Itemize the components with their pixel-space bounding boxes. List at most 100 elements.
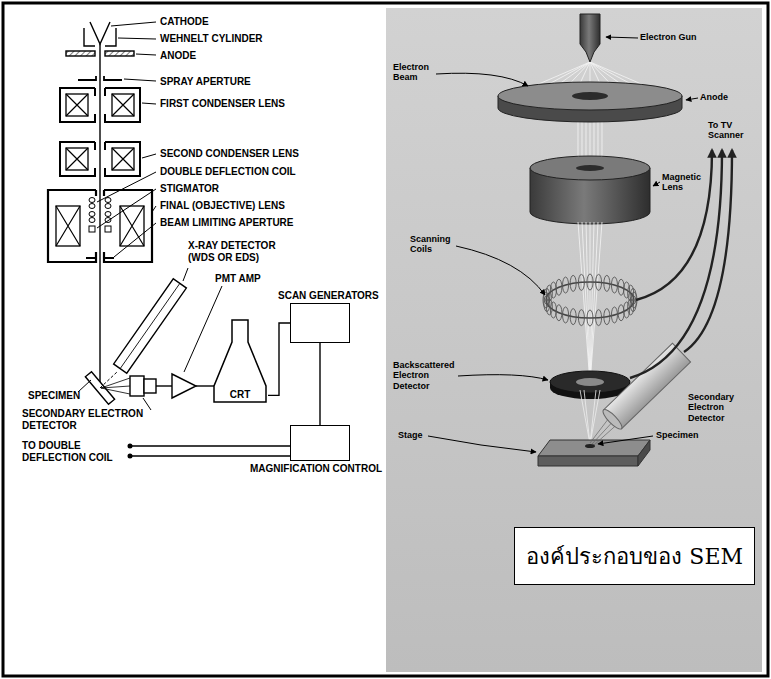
deflection-coils — [89, 204, 95, 209]
leader-lines — [111, 22, 156, 26]
part-label: X-RAY DETECTOR (WDS OR EDS) — [188, 240, 288, 263]
scanning-coils — [618, 305, 624, 321]
box-outline — [290, 303, 350, 343]
column-schematic — [84, 28, 116, 46]
scanning-coils — [550, 302, 556, 318]
focused-beam-lines — [582, 222, 590, 384]
scanning-coils — [563, 277, 569, 293]
backscatter-detector — [550, 371, 630, 393]
magnetic-lens — [530, 156, 650, 224]
se-detector-tube — [601, 343, 691, 431]
leader-lines — [136, 54, 156, 55]
signal-wire — [319, 343, 320, 425]
column-schematic — [78, 76, 122, 80]
part-label: STIGMATOR — [160, 183, 219, 195]
deflection-coils — [105, 212, 111, 217]
scanning-coils — [556, 305, 562, 321]
wire-terminal — [128, 454, 132, 458]
scanning-coils — [570, 275, 576, 291]
xray-detector — [120, 283, 180, 368]
deflection-wires — [130, 446, 290, 456]
scanning-coils — [630, 288, 636, 304]
callout-label: Anode — [700, 92, 728, 102]
focused-beam-lines — [590, 222, 598, 384]
leader-lines — [114, 223, 156, 257]
scanning-coils — [570, 309, 576, 325]
se-detector-body — [130, 376, 144, 396]
tv-signal-arrows — [636, 150, 712, 300]
scanning-coils — [618, 279, 624, 295]
scanning-coils — [611, 307, 617, 323]
scanning-coils — [596, 274, 602, 290]
caption-box: องค์ประกอบของ SEM — [514, 527, 755, 585]
label-arrows — [598, 436, 653, 444]
column-schematic — [105, 142, 140, 176]
column-schematic — [105, 88, 140, 122]
part-label: TO DOUBLE DEFLECTION COIL — [22, 440, 132, 463]
tv-signal-arrows — [630, 150, 722, 378]
callout-label: Backscattered Electron Detector — [393, 360, 455, 391]
scan-generator-box: SCAN GENERATORS — [278, 290, 379, 343]
part-label: ANODE — [160, 50, 196, 62]
column-schematic — [90, 22, 110, 44]
anode-ring — [572, 92, 608, 100]
anode-ring — [498, 82, 682, 122]
scanning-coils — [596, 310, 602, 326]
leader-lines — [124, 79, 156, 81]
part-label: WEHNELT CYLINDER — [160, 33, 263, 45]
callout-label: Stage — [398, 430, 423, 440]
leader-lines — [143, 398, 151, 410]
column-schematic — [48, 22, 290, 458]
callout-label: Magnetic Lens — [662, 172, 701, 193]
signal-wire — [268, 323, 290, 395]
scanning-coils — [624, 282, 630, 298]
scanning-coils — [550, 282, 556, 298]
label-arrows — [428, 436, 536, 452]
label-arrows — [653, 182, 660, 186]
box-outline — [290, 425, 350, 461]
part-label: DOUBLE DEFLECTION COIL — [160, 166, 296, 178]
scanning-coils — [578, 274, 584, 290]
label-arrows — [456, 246, 545, 295]
callout-label: Scanning Coils — [410, 234, 451, 255]
column-schematic — [48, 190, 96, 262]
part-label: SPRAY APERTURE — [160, 76, 251, 88]
caption-text: องค์ประกอบของ SEM — [526, 539, 743, 574]
part-label: CATHODE — [160, 16, 209, 28]
scanning-coils — [611, 277, 617, 293]
leader-lines — [97, 172, 156, 202]
part-label: SECONDARY ELECTRON DETECTOR — [22, 408, 154, 431]
outer-frame — [3, 3, 768, 676]
scanning-coils — [604, 275, 610, 291]
wire-terminal — [128, 444, 132, 448]
column-schematic — [104, 190, 152, 262]
column-schematic — [105, 51, 134, 56]
callout-label: Electron Gun — [640, 32, 697, 42]
se-detector-collector — [144, 379, 156, 393]
deflection-coils — [105, 198, 111, 203]
leader-lines — [118, 38, 156, 39]
scanning-coils — [563, 307, 569, 323]
scanning-coils — [604, 309, 610, 325]
column-schematic — [66, 51, 95, 56]
scanning-coils — [543, 274, 637, 326]
scanning-coils — [556, 279, 562, 295]
node-text: MAGNIFICATION CONTROL — [250, 463, 382, 475]
xray-detector — [114, 279, 187, 373]
leader-lines — [183, 268, 188, 281]
callout-label: Electron Beam — [393, 62, 429, 83]
scanning-coils — [624, 302, 630, 318]
part-label: BEAM LIMITING APERTURE — [160, 217, 294, 229]
column-schematic — [99, 44, 100, 386]
stigmator — [89, 226, 95, 232]
deflection-coils — [89, 198, 95, 203]
callout-label: Secondary Electron Detector — [688, 392, 734, 423]
label-arrows — [606, 37, 638, 38]
stage — [538, 456, 638, 466]
stage — [538, 440, 650, 456]
focused-beam-lines — [586, 222, 590, 384]
scanning-coils — [587, 310, 593, 326]
stage — [538, 440, 650, 466]
